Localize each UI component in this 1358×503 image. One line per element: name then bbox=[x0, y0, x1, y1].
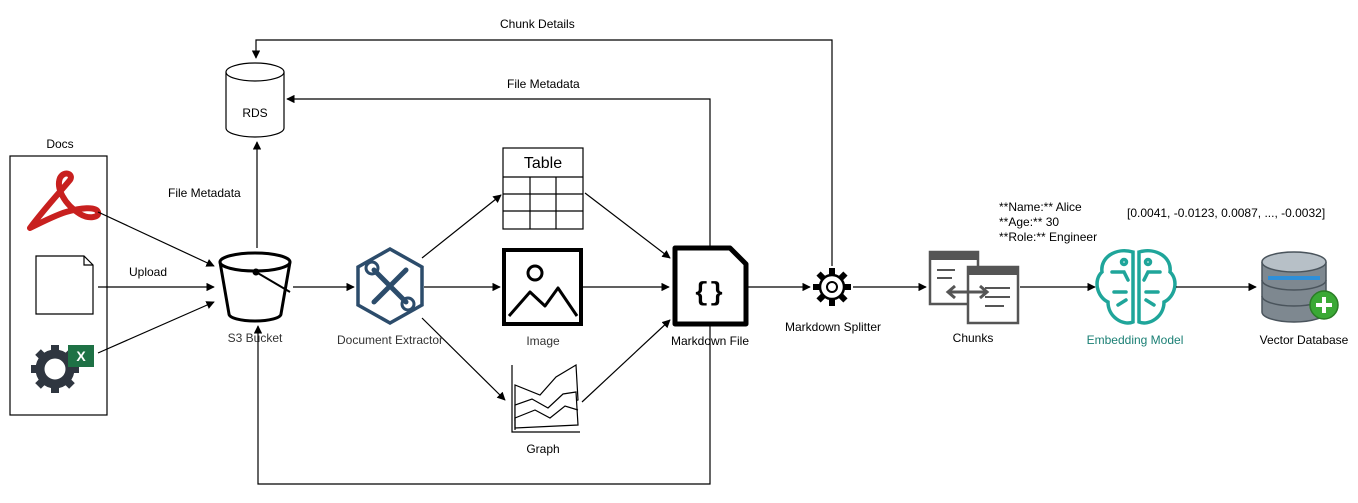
chunks-label: Chunks bbox=[952, 331, 994, 345]
chunk-sample-line: **Role:** Engineer bbox=[999, 230, 1098, 244]
file-icon bbox=[35, 255, 94, 315]
pdf-icon bbox=[27, 170, 102, 231]
vector-database-label: Vector Database bbox=[1259, 333, 1349, 347]
edge-pdf-s3 bbox=[97, 211, 215, 267]
s3-bucket-label: S3 Bucket bbox=[227, 331, 283, 345]
svg-text:X: X bbox=[76, 348, 86, 364]
excel-gear-icon: X bbox=[31, 345, 94, 393]
vector-database-icon bbox=[1261, 251, 1339, 323]
table-label: Table bbox=[523, 155, 563, 172]
svg-text:{}: {} bbox=[693, 278, 724, 308]
edge-extractor-graph bbox=[421, 317, 506, 401]
edge-markdown-s3-loop bbox=[253, 325, 711, 485]
markdown-file-label: Markdown File bbox=[670, 334, 750, 348]
markdown-splitter-label: Markdown Splitter bbox=[784, 320, 882, 334]
file-metadata-label-top: File Metadata bbox=[507, 77, 580, 91]
graph-label: Graph bbox=[526, 442, 560, 456]
graph-icon bbox=[511, 363, 580, 433]
gear-icon bbox=[813, 268, 851, 306]
edge-extractor-table bbox=[421, 194, 502, 259]
edge-markdown-rds bbox=[286, 94, 711, 246]
chunk-details-label: Chunk Details bbox=[500, 17, 575, 31]
edge-excel-s3 bbox=[97, 301, 215, 354]
brain-circuit-icon bbox=[1095, 249, 1177, 325]
table-icon bbox=[502, 147, 584, 230]
edge-splitter-rds bbox=[251, 39, 833, 266]
upload-label: Upload bbox=[129, 265, 168, 279]
edge-table-markdown bbox=[584, 192, 671, 259]
markdown-file-icon: {} bbox=[672, 245, 749, 327]
vector-sample: [0.0041, -0.0123, 0.0087, ..., -0.0032] bbox=[1127, 206, 1326, 220]
docs-title: Docs bbox=[46, 137, 74, 151]
chunk-sample: **Name:** Alice **Age:** 30 **Role:** En… bbox=[999, 200, 1097, 245]
document-extractor-label: Document Extractor bbox=[336, 333, 444, 347]
embedding-model-label: Embedding Model bbox=[1086, 333, 1184, 347]
chunk-sample-line: **Age:** 30 bbox=[999, 215, 1060, 229]
rds-icon bbox=[225, 62, 285, 138]
edge-graph-markdown bbox=[581, 319, 671, 403]
image-label: Image bbox=[526, 334, 560, 348]
document-extractor-icon bbox=[356, 246, 424, 326]
rds-label: RDS bbox=[242, 106, 268, 120]
docs-container bbox=[9, 155, 108, 416]
chunk-sample-line: **Name:** Alice bbox=[999, 200, 1082, 214]
image-icon bbox=[502, 248, 583, 326]
s3-bucket-icon bbox=[218, 251, 292, 323]
file-metadata-label-left: File Metadata bbox=[168, 186, 241, 200]
chunks-icon bbox=[928, 250, 1020, 325]
